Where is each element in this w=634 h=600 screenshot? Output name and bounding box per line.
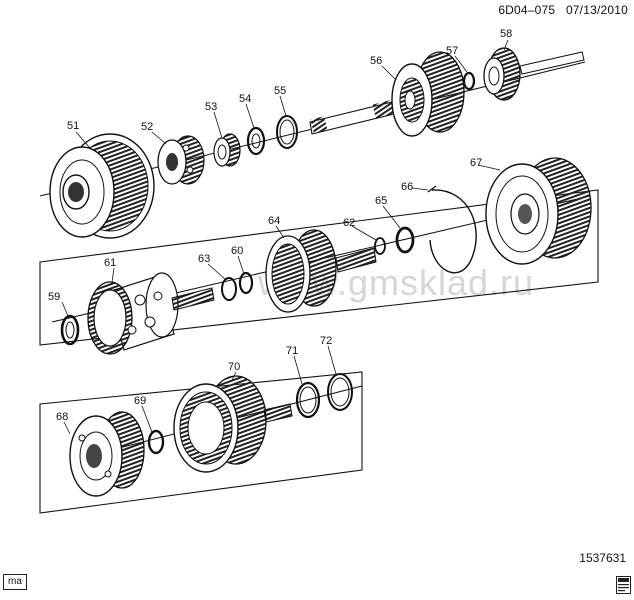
part-input-shaft bbox=[519, 51, 585, 75]
callout-58: 58 bbox=[500, 28, 512, 40]
part-63-washer bbox=[221, 277, 237, 301]
panel-middle bbox=[39, 189, 599, 346]
part-53-bearing bbox=[213, 133, 241, 167]
callout-70: 70 bbox=[228, 361, 240, 373]
part-62-washer bbox=[374, 237, 386, 255]
callout-56: 56 bbox=[370, 55, 382, 67]
part-54-washer bbox=[246, 126, 266, 156]
part-58-gear bbox=[483, 47, 521, 101]
part-72-ring bbox=[327, 373, 353, 411]
header-date: 07/13/2010 bbox=[565, 3, 628, 17]
part-69-washer bbox=[147, 429, 165, 455]
part-60-washer bbox=[238, 271, 254, 295]
panel-bottom bbox=[39, 371, 363, 514]
document-icon bbox=[616, 576, 631, 594]
part-56-drum bbox=[391, 51, 465, 137]
callout-66: 66 bbox=[401, 181, 413, 193]
diagram-id: 1537631 bbox=[579, 551, 626, 565]
callout-64: 64 bbox=[268, 215, 280, 227]
part-59-washer bbox=[60, 314, 80, 346]
callout-67: 67 bbox=[470, 157, 482, 169]
callout-60: 60 bbox=[231, 245, 243, 257]
part-shaft-top bbox=[309, 99, 403, 135]
part-65-washer bbox=[395, 226, 415, 254]
callout-57: 57 bbox=[446, 45, 458, 57]
callout-72: 72 bbox=[320, 335, 332, 347]
callout-61: 61 bbox=[104, 257, 116, 269]
part-64-ring-gear bbox=[265, 229, 377, 313]
header-code: 6D04–075 bbox=[498, 3, 556, 17]
part-70-drum bbox=[173, 375, 293, 473]
part-57-snap-ring bbox=[462, 71, 476, 91]
callout-54: 54 bbox=[239, 93, 251, 105]
callout-71: 71 bbox=[286, 345, 298, 357]
part-71-ring bbox=[295, 381, 321, 419]
callout-62: 62 bbox=[343, 217, 355, 229]
part-61-carrier bbox=[87, 272, 215, 355]
callout-63: 63 bbox=[198, 253, 210, 265]
footer-tag: ma bbox=[3, 574, 27, 590]
callout-53: 53 bbox=[205, 101, 217, 113]
part-67-housing bbox=[485, 157, 592, 265]
callout-51: 51 bbox=[67, 120, 79, 132]
callout-69: 69 bbox=[134, 395, 146, 407]
leader-lines bbox=[61, 39, 509, 435]
part-52-carrier bbox=[157, 135, 205, 185]
callout-52: 52 bbox=[141, 121, 153, 133]
callout-59: 59 bbox=[48, 291, 60, 303]
part-51-drum bbox=[49, 133, 155, 239]
part-55-ring bbox=[276, 115, 298, 149]
callout-55: 55 bbox=[274, 85, 286, 97]
part-66-snap-ring bbox=[427, 185, 477, 274]
callout-65: 65 bbox=[375, 195, 387, 207]
callout-68: 68 bbox=[56, 411, 68, 423]
part-68-carrier bbox=[69, 411, 145, 497]
diagram-header: 6D04–075 07/13/2010 bbox=[498, 3, 628, 17]
